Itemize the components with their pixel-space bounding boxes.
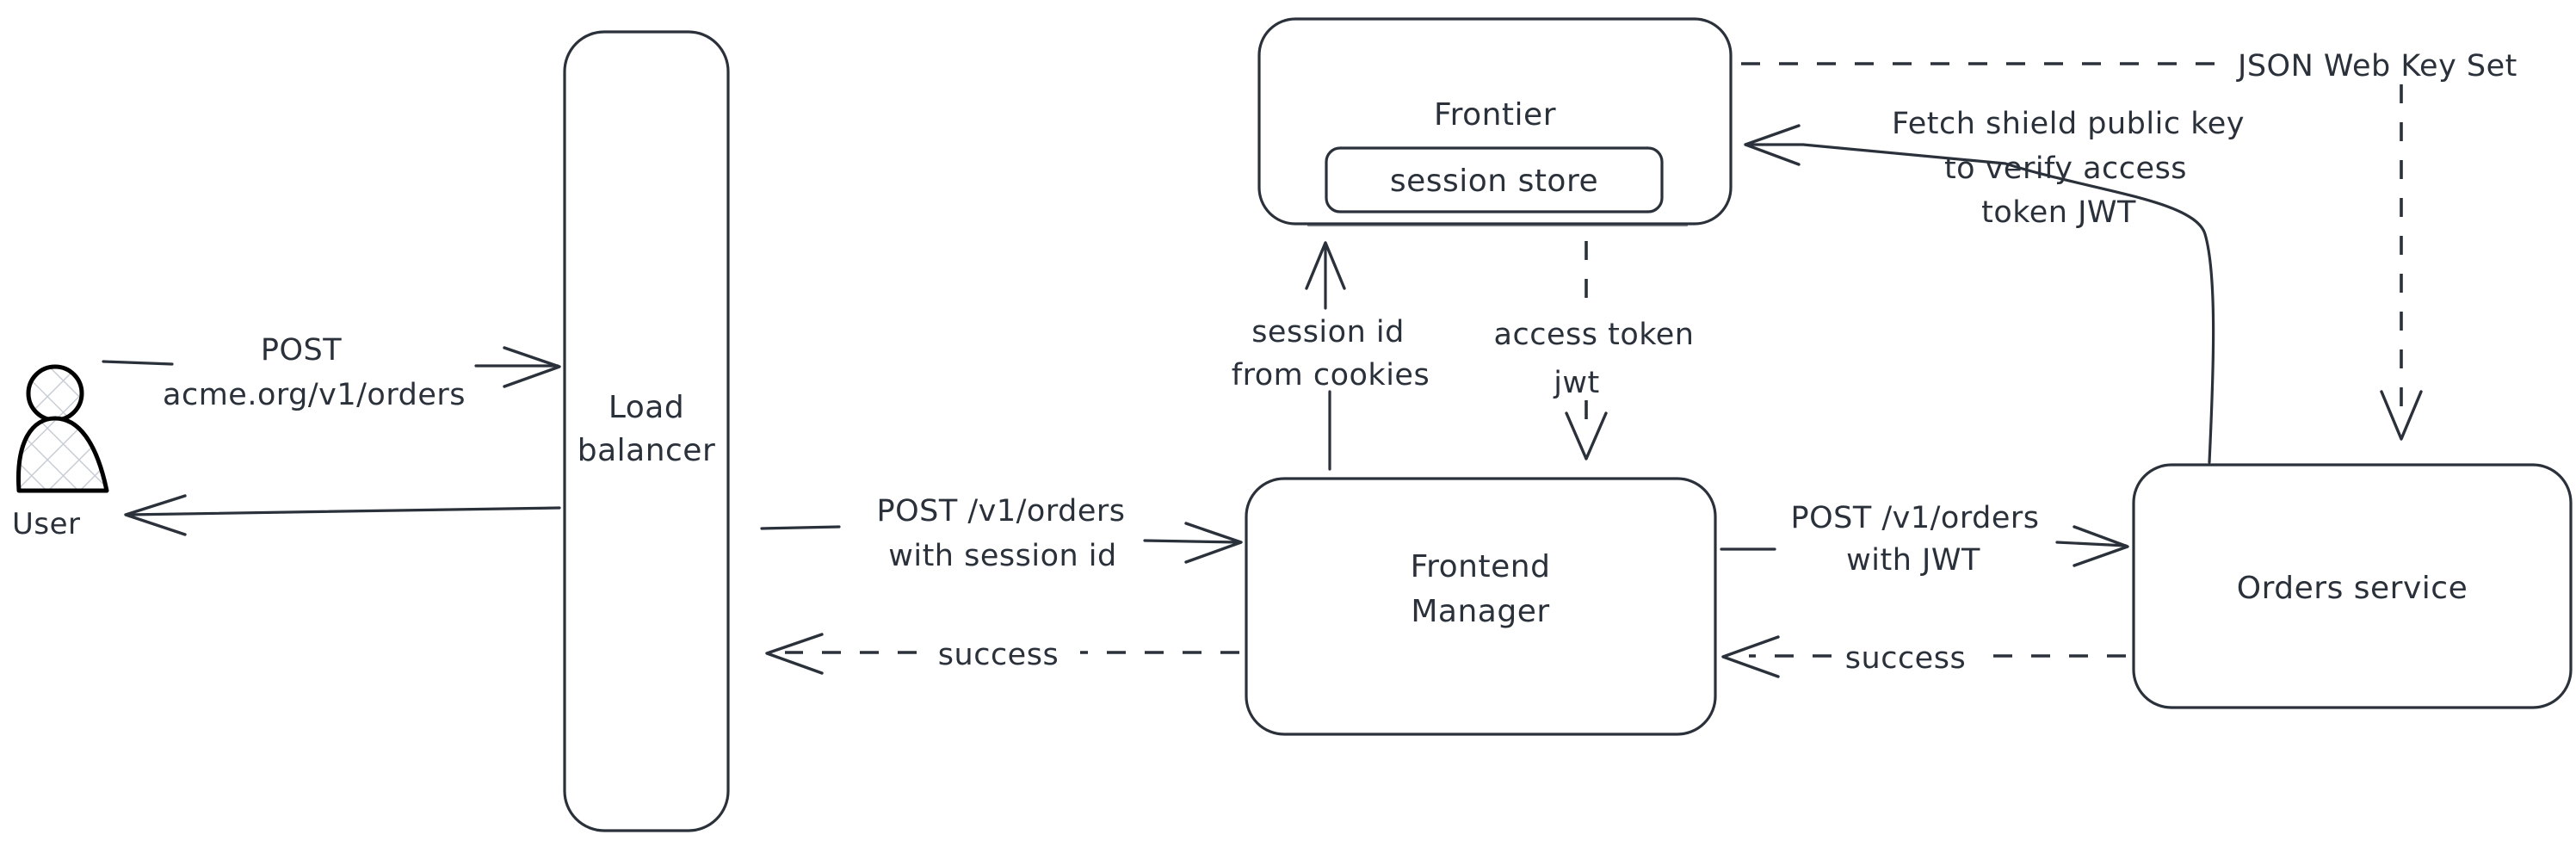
edge-fm-to-orders-label-line1: POST /v1/orders bbox=[1790, 501, 2039, 535]
edge-frontier-to-fm-label-line2: jwt bbox=[1553, 366, 1600, 400]
person-icon-body bbox=[15, 416, 109, 493]
edge-fm-to-orders-line-tail bbox=[2055, 541, 2128, 547]
edge-lb-to-user-line bbox=[126, 506, 561, 516]
edge-orders-to-frontier-label-line3: token JWT bbox=[1981, 195, 2136, 230]
edge-lb-to-fm-line-head bbox=[760, 525, 841, 530]
load-balancer-label-line2: balancer bbox=[578, 433, 716, 468]
person-icon-head bbox=[26, 364, 84, 423]
edge-fm-to-frontier-arrowhead bbox=[1305, 241, 1346, 290]
edge-user-to-lb-arrowhead bbox=[503, 346, 561, 388]
edge-frontier-to-orders-service-jwks: JSON Web Key Set bbox=[1741, 49, 2517, 441]
node-frontier[interactable]: Frontier session store bbox=[1257, 17, 1733, 227]
edge-fm-to-lb-arrowhead bbox=[765, 633, 824, 675]
edge-fm-to-frontier-label-line1: session id bbox=[1251, 315, 1405, 349]
node-session-store[interactable]: session store bbox=[1325, 146, 1664, 213]
node-load-balancer[interactable]: Load balancer bbox=[563, 30, 730, 832]
edge-user-to-lb-label-line2: acme.org/v1/orders bbox=[163, 378, 466, 412]
edge-lb-to-fm-label-line1: POST /v1/orders bbox=[876, 494, 1125, 529]
frontier-label: Frontier bbox=[1434, 97, 1556, 133]
frontend-manager-label-line1: Frontend bbox=[1411, 549, 1551, 584]
edge-lb-to-fm-arrowhead bbox=[1184, 522, 1243, 564]
edge-orders-service-to-frontier: Fetch shield public key to verify access… bbox=[1744, 107, 2245, 464]
orders-service-box bbox=[2132, 463, 2573, 709]
orders-service-label: Orders service bbox=[2237, 571, 2468, 606]
edge-user-to-lb-line bbox=[102, 360, 174, 366]
edge-frontier-to-frontend-manager: access token jwt bbox=[1494, 241, 1695, 461]
edge-orders-to-frontier-label-line2: to verify access bbox=[1944, 151, 2187, 186]
edge-jwks-arrowhead bbox=[2380, 390, 2423, 441]
edge-orders-service-to-frontend-manager: success bbox=[1721, 635, 2126, 678]
edge-orders-to-frontier-line bbox=[1750, 143, 2215, 464]
frontend-manager-label-line2: Manager bbox=[1411, 594, 1549, 629]
edge-user-to-load-balancer: POST acme.org/v1/orders bbox=[102, 333, 561, 412]
edge-jwks-label: JSON Web Key Set bbox=[2236, 49, 2517, 83]
edge-orders-to-frontier-label-line1: Fetch shield public key bbox=[1892, 107, 2245, 141]
edge-orders-to-fm-label: success bbox=[1845, 641, 1966, 676]
edge-orders-to-frontier-arrowhead bbox=[1744, 124, 1801, 166]
edge-lb-to-user-arrowhead bbox=[124, 494, 187, 536]
session-store-label: session store bbox=[1390, 164, 1598, 199]
edge-frontend-manager-to-orders-service: POST /v1/orders with JWT bbox=[1720, 501, 2129, 578]
edge-fm-to-orders-label-line2: with JWT bbox=[1846, 543, 1980, 578]
frontend-manager-box bbox=[1245, 477, 1717, 736]
edge-frontend-manager-to-frontier: session id from cookies bbox=[1232, 241, 1430, 471]
edge-orders-to-fm-arrowhead bbox=[1721, 635, 1780, 678]
edge-load-balancer-to-frontend-manager: POST /v1/orders with session id bbox=[760, 494, 1243, 573]
edge-user-to-lb-label-line1: POST bbox=[261, 333, 342, 368]
actor-user-label: User bbox=[12, 507, 81, 541]
edge-fm-to-lb-label: success bbox=[938, 638, 1059, 672]
node-orders-service[interactable]: Orders service bbox=[2132, 463, 2573, 709]
edge-frontend-manager-to-load-balancer: success bbox=[765, 633, 1239, 675]
load-balancer-label-line1: Load bbox=[608, 390, 684, 425]
edge-lb-to-fm-line-tail bbox=[1143, 539, 1241, 544]
load-balancer-box bbox=[563, 30, 730, 832]
actor-user[interactable]: User bbox=[12, 364, 109, 541]
edge-fm-to-orders-arrowhead bbox=[2073, 525, 2129, 567]
edge-load-balancer-to-user bbox=[124, 494, 561, 536]
session-store-box bbox=[1325, 146, 1664, 213]
edge-lb-to-fm-label-line2: with session id bbox=[888, 539, 1117, 573]
edge-fm-to-frontier-label-line2: from cookies bbox=[1232, 358, 1430, 393]
edge-frontier-to-fm-label-line1: access token bbox=[1494, 318, 1695, 352]
edge-frontier-to-fm-arrowhead bbox=[1565, 411, 1608, 461]
node-frontend-manager[interactable]: Frontend Manager bbox=[1245, 477, 1717, 736]
